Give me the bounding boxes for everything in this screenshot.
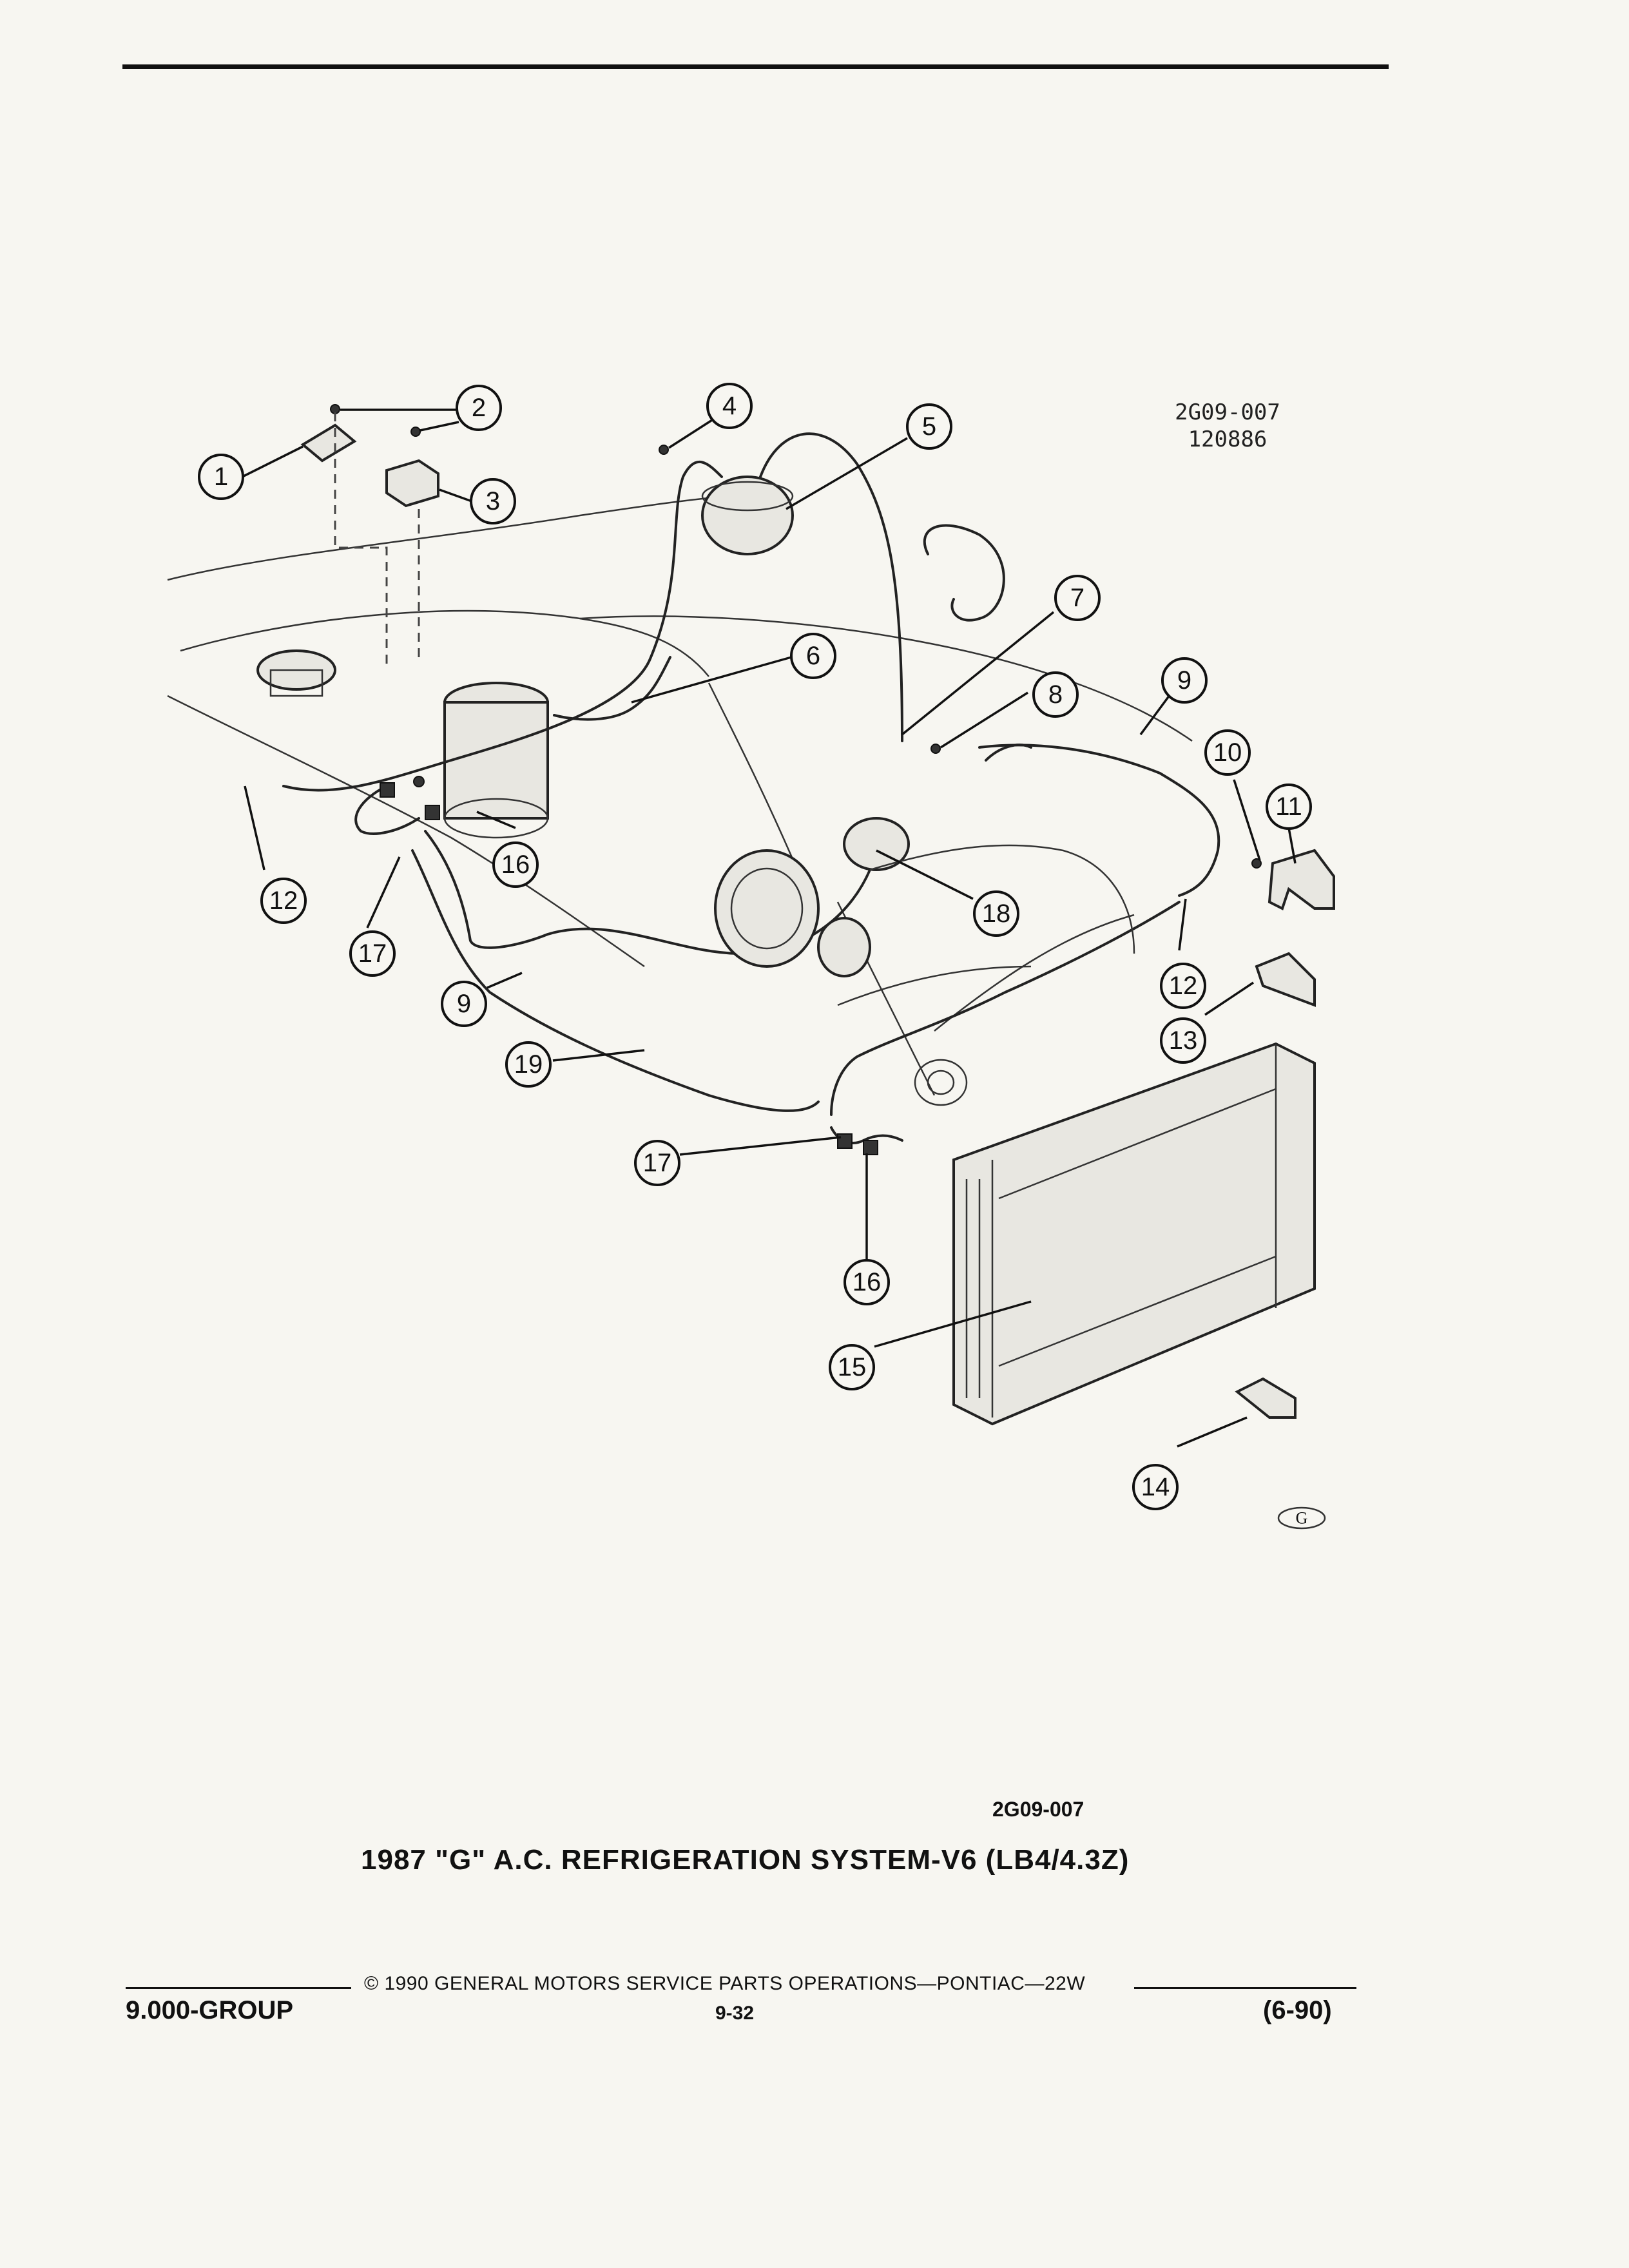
vehicle-body-outline (167, 492, 1193, 1096)
sensor-bracket (300, 404, 439, 670)
callout-9-left: 9 (441, 981, 487, 1027)
footer-group: 9.000-GROUP (126, 1996, 294, 2024)
callout-1: 1 (198, 454, 244, 500)
svg-text:1: 1 (214, 463, 228, 491)
callout-19: 19 (505, 1041, 552, 1088)
callout-4: 4 (706, 383, 753, 429)
ref-code-line1: 2G09-007 (1175, 399, 1280, 425)
ac-system-diagram: G 1 2 3 4 5 6 7 8 9 10 11 12 16 18 (167, 383, 1335, 1530)
callout-17-right: 17 (634, 1140, 680, 1186)
svg-text:16: 16 (853, 1268, 882, 1296)
callout-8: 8 (1032, 671, 1079, 718)
gm-logo-mark: G (1277, 1506, 1326, 1530)
callout-15: 15 (829, 1344, 875, 1390)
svg-text:3: 3 (486, 487, 500, 515)
svg-text:17: 17 (358, 939, 387, 968)
svg-text:7: 7 (1070, 584, 1084, 612)
callout-2: 2 (456, 385, 502, 431)
footer-rule-left (126, 1987, 351, 1989)
svg-text:12: 12 (269, 887, 298, 915)
callout-18: 18 (973, 890, 1019, 937)
compressor (714, 817, 910, 977)
callout-13: 13 (1160, 1017, 1206, 1064)
callout-6: 6 (790, 633, 836, 679)
callout-3: 3 (470, 478, 516, 524)
hose-lines (282, 432, 1220, 1144)
svg-text:5: 5 (922, 412, 936, 441)
figure-title: 1987 "G" A.C. REFRIGERATION SYSTEM-V6 (L… (361, 1844, 1130, 1876)
svg-text:G: G (1296, 1509, 1308, 1528)
footer-rule-right (1134, 1987, 1356, 1989)
svg-text:8: 8 (1048, 680, 1063, 709)
condenser (952, 1042, 1316, 1426)
svg-text:9: 9 (1177, 666, 1191, 695)
leader-lines (242, 408, 1296, 1448)
callout-16-left: 16 (492, 841, 539, 888)
figure-code: 2G09-007 (992, 1798, 1084, 1821)
callout-10: 10 (1204, 729, 1251, 776)
callout-5: 5 (906, 403, 952, 450)
svg-text:4: 4 (722, 392, 737, 420)
svg-text:9: 9 (457, 990, 471, 1018)
accumulator (443, 682, 549, 839)
vacuum-reservoir (701, 476, 794, 555)
callout-9-right: 9 (1161, 657, 1208, 704)
callout-11: 11 (1266, 783, 1312, 830)
footer-copyright: © 1990 GENERAL MOTORS SERVICE PARTS OPER… (364, 1973, 1086, 1994)
svg-text:2: 2 (472, 394, 486, 422)
svg-text:14: 14 (1141, 1473, 1170, 1501)
ref-code-line2: 120886 (1188, 427, 1268, 452)
footer-date: (6-90) (1263, 1996, 1332, 2024)
svg-text:13: 13 (1169, 1026, 1198, 1055)
callout-16-right: 16 (843, 1259, 890, 1305)
svg-text:19: 19 (514, 1050, 543, 1079)
callout-12-right: 12 (1160, 963, 1206, 1009)
callout-17-left: 17 (349, 930, 396, 977)
svg-text:15: 15 (838, 1353, 867, 1381)
svg-text:12: 12 (1169, 972, 1198, 1000)
svg-text:18: 18 (982, 899, 1011, 928)
fitting (380, 782, 395, 798)
footer-page-number: 9-32 (715, 2003, 755, 2024)
callout-7: 7 (1054, 575, 1101, 621)
callout-14: 14 (1132, 1464, 1179, 1510)
svg-text:16: 16 (501, 850, 530, 879)
svg-text:10: 10 (1213, 738, 1242, 767)
top-rule (122, 64, 1389, 69)
svg-text:17: 17 (643, 1149, 672, 1177)
callout-12-left: 12 (260, 878, 307, 924)
svg-text:11: 11 (1275, 793, 1302, 821)
svg-text:6: 6 (806, 642, 820, 670)
